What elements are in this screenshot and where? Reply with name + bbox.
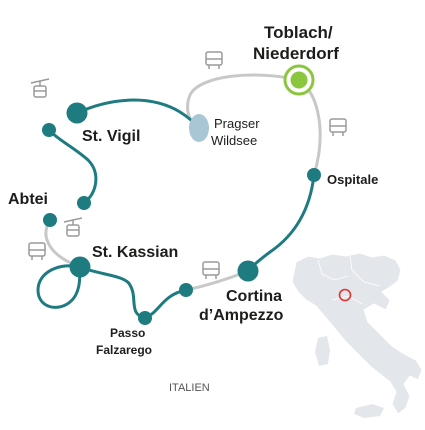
label-country: ITALIEN: [169, 382, 210, 394]
start-marker-toblach[interactable]: [283, 64, 315, 96]
label-wildsee: Wildsee: [211, 133, 257, 148]
node-falzarego-bus[interactable]: [179, 283, 193, 297]
bus-icon: [205, 51, 223, 69]
node-abtei[interactable]: [43, 213, 57, 227]
bus-icon: [329, 118, 347, 136]
label-dampezzo: d’Ampezzo: [199, 307, 284, 324]
node-st-kassian[interactable]: [69, 256, 91, 278]
sardinia-shape: [315, 336, 330, 366]
label-ospitale: Ospitale: [327, 172, 378, 187]
route-nodes: [42, 64, 321, 325]
pragser-wildsee-lake[interactable]: [189, 114, 209, 142]
stage-kassian-falzarego: [36, 264, 188, 320]
node-cortina[interactable]: [237, 260, 259, 282]
label-abtei: Abtei: [8, 191, 48, 208]
stage-st-vigil-pragser: [75, 98, 199, 129]
label-cortina: Cortina: [226, 288, 282, 305]
label-st-kassian: St. Kassian: [92, 244, 178, 261]
label-st-vigil: St. Vigil: [82, 128, 140, 145]
bus-icon: [202, 261, 220, 279]
label-passo: Passo: [110, 326, 145, 340]
italy-mainland-shape: [291, 252, 423, 415]
region-marker: [338, 288, 352, 302]
node-st-vigil-lift[interactable]: [42, 123, 56, 137]
node-ospitale[interactable]: [307, 168, 321, 182]
node-st-vigil[interactable]: [66, 102, 88, 124]
node-abtei-upper[interactable]: [77, 196, 91, 210]
label-pragser: Pragser: [214, 116, 260, 131]
hiking-routes: [36, 98, 316, 320]
bus-icon: [28, 242, 46, 260]
cable-car-icon: [30, 78, 50, 98]
italy-overview-inset: [291, 252, 423, 418]
label-toblach: Toblach/: [264, 23, 333, 42]
region-boundary: [317, 255, 381, 305]
place-labels: Toblach/ Niederdorf Pragser Wildsee St. …: [8, 23, 378, 394]
node-passo-falzarego[interactable]: [138, 311, 152, 325]
label-falzarego: Falzarego: [96, 343, 152, 357]
sicily-shape: [354, 404, 384, 418]
stage-st-vigil-abtei: [47, 128, 98, 205]
cable-car-icon: [63, 217, 83, 237]
label-niederdorf: Niederdorf: [253, 44, 339, 63]
stage-ospitale-cortina: [246, 173, 316, 273]
